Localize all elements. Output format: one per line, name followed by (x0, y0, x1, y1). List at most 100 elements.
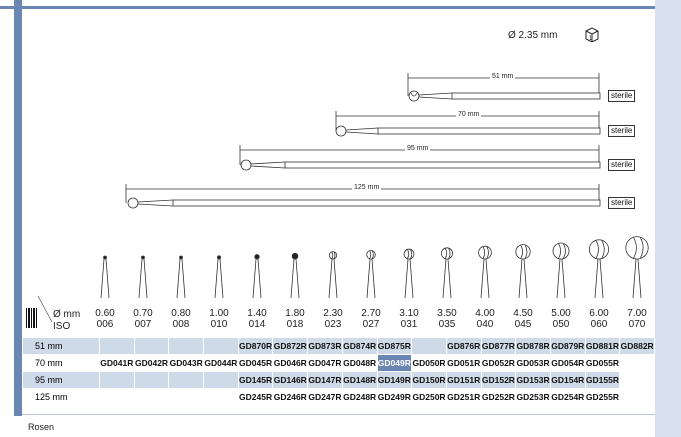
article-code: GD152R (480, 371, 517, 389)
diameter-value: 3.50 (437, 308, 457, 319)
article-code: GD879R (549, 337, 586, 355)
footer-rule (22, 414, 655, 415)
article-code: GD248R (341, 388, 378, 406)
article-code: GD254R (549, 388, 586, 406)
iso-value: 008 (172, 319, 190, 330)
iso-value: 035 (438, 319, 456, 330)
diameter-value: 4.00 (475, 308, 495, 319)
article-code: GD870R (237, 337, 274, 355)
iso-value: 010 (210, 319, 228, 330)
article-code: GD042R (133, 354, 170, 372)
bur-head (290, 252, 300, 299)
iso-value: 045 (514, 319, 532, 330)
iso-value: 040 (476, 319, 494, 330)
bur-head (403, 248, 415, 299)
article-code: GD250R (411, 388, 447, 406)
article-code: GD245R (237, 388, 274, 406)
article-code: GD148R (341, 371, 378, 389)
article-code: GD048R (341, 354, 378, 372)
article-code (168, 371, 205, 389)
article-code (99, 388, 135, 406)
article-code (133, 337, 170, 355)
article-code (99, 337, 135, 355)
diameter-value: 6.00 (589, 308, 609, 319)
iso-value: 031 (400, 319, 418, 330)
bur-head (252, 254, 262, 299)
article-code: GD247R (307, 388, 343, 406)
bur-head (515, 244, 531, 299)
top-rule (0, 6, 655, 9)
article-code: GD053R (515, 354, 551, 372)
bur-head (478, 245, 492, 299)
article-code (203, 388, 239, 406)
diameter-value: 3.10 (399, 308, 419, 319)
article-code: GD055R (584, 354, 621, 372)
bur-head (625, 236, 649, 299)
sterile-tag: sterile (608, 159, 636, 171)
row-length: 70 mm (22, 354, 100, 372)
article-code: GD047R (307, 354, 343, 372)
shank-diameter: Ø 2.35 mm (508, 30, 558, 41)
diameter-value: 0.80 (171, 308, 191, 319)
article-code: GD253R (515, 388, 551, 406)
iso-value: 023 (324, 319, 342, 330)
article-code: GD051R (445, 354, 482, 372)
article-code: GD252R (480, 388, 517, 406)
bur-head (138, 255, 148, 299)
footer-category: Rosen (28, 422, 55, 432)
article-code: GD145R (237, 371, 274, 389)
sterile-tag: sterile (608, 125, 636, 137)
article-code: GD044R (203, 354, 239, 372)
row-length: 51 mm (22, 337, 100, 355)
article-code: GD877R (480, 337, 517, 355)
row-length: 95 mm (22, 371, 100, 389)
iso-value: 060 (590, 319, 608, 330)
left-accent-bar (14, 0, 22, 416)
bur-head (214, 255, 224, 299)
bur-head (100, 255, 110, 299)
diameter-value: 0.60 (95, 308, 115, 319)
article-code (99, 371, 135, 389)
article-code: GD872R (272, 337, 309, 355)
bur-head-drawings (100, 236, 649, 299)
article-code (168, 337, 205, 355)
article-code: GD147R (307, 371, 343, 389)
bur-head (328, 251, 338, 299)
article-code: GD149R (376, 371, 413, 389)
article-code (133, 388, 170, 406)
article-code: GD041R (99, 354, 135, 372)
barcode-icon (26, 308, 38, 328)
iso-value: 027 (362, 319, 380, 330)
article-code: GD878R (515, 337, 551, 355)
bur-head (440, 247, 453, 299)
iso-value: 007 (134, 319, 152, 330)
bur-head (176, 255, 186, 299)
article-code: GD043R (168, 354, 205, 372)
diameter-value: 1.00 (209, 308, 229, 319)
iso-value: 070 (628, 319, 646, 330)
iso-label: ISO (53, 321, 71, 332)
diameter-value: 1.40 (247, 308, 267, 319)
article-code: GD153R (515, 371, 551, 389)
length-label-95: 95 mm (405, 145, 431, 152)
diameter-value: 2.70 (361, 308, 381, 319)
article-code: GD150R (411, 371, 447, 389)
length-label-125: 125 mm (352, 184, 382, 191)
article-code (168, 388, 205, 406)
length-label-70: 70 mm (456, 111, 482, 118)
bur-70mm (335, 111, 601, 137)
article-code: GD882R (619, 337, 655, 355)
